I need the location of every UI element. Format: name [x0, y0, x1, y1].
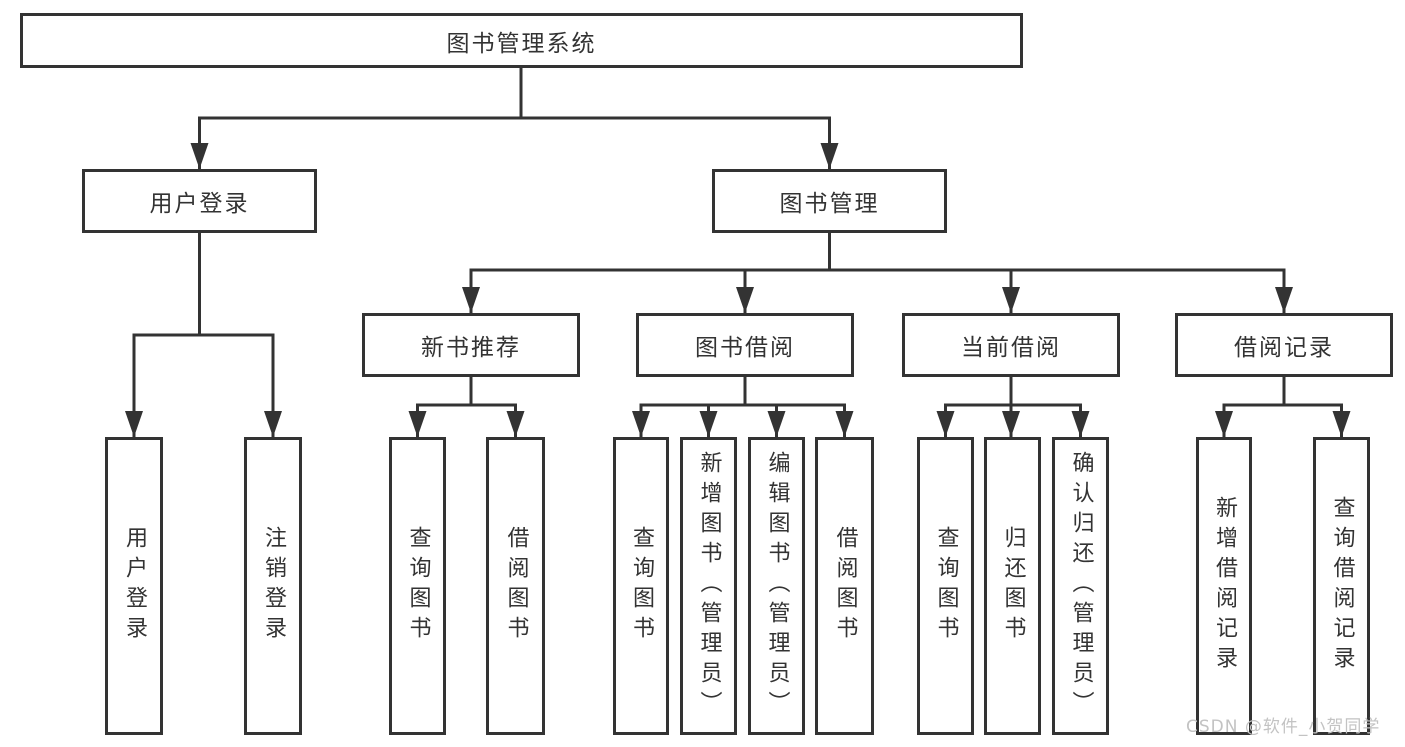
leaf-query-books-current: 查询图书	[917, 437, 974, 735]
node-new-book-recommend: 新书推荐	[362, 313, 580, 377]
leaf-query-borrow-record: 查询借阅记录	[1313, 437, 1370, 735]
leaf-return-book: 归还图书	[984, 437, 1041, 735]
leaf-add-book-admin: 新增图书（管理员）	[680, 437, 737, 735]
node-library-system: 图书管理系统	[20, 13, 1023, 68]
watermark: CSDN @软件_小贺同学	[1186, 717, 1381, 737]
leaf-query-books-borrow: 查询图书	[613, 437, 669, 735]
leaf-edit-book-admin: 编辑图书（管理员）	[748, 437, 805, 735]
leaf-query-books-recommend: 查询图书	[389, 437, 446, 735]
leaf-borrow-books-recommend: 借阅图书	[486, 437, 545, 735]
node-current-borrow: 当前借阅	[902, 313, 1120, 377]
leaf-user-login: 用户登录	[105, 437, 163, 735]
leaf-confirm-return-admin: 确认归还（管理员）	[1052, 437, 1109, 735]
leaf-borrow-books: 借阅图书	[815, 437, 874, 735]
leaf-logout: 注销登录	[244, 437, 302, 735]
node-book-management: 图书管理	[712, 169, 947, 233]
node-borrow-records: 借阅记录	[1175, 313, 1393, 377]
node-book-borrow: 图书借阅	[636, 313, 854, 377]
node-user-login: 用户登录	[82, 169, 317, 233]
leaf-add-borrow-record: 新增借阅记录	[1196, 437, 1252, 735]
